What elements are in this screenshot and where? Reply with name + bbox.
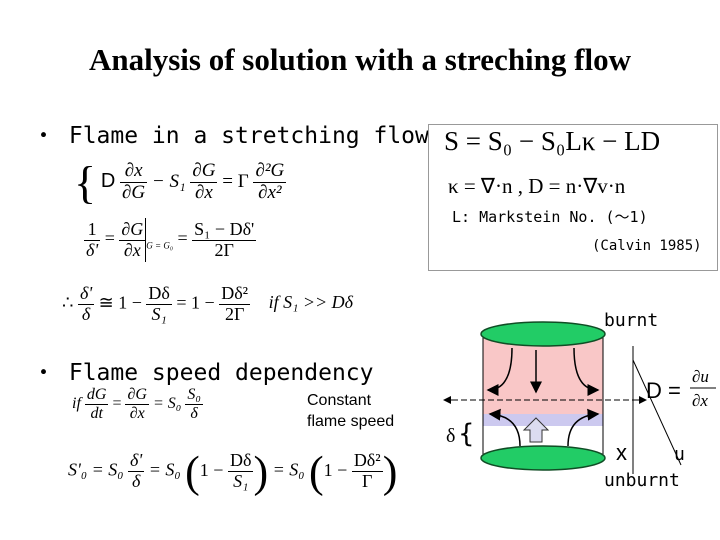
eq1-frac-dx-dG: ∂x∂G [120,160,148,203]
streamline-lower-right [567,408,600,447]
eq5-eq-s0: = S₀ [148,459,181,480]
streamline-lower-left [488,408,521,447]
box-equation-speed: S = S₀ − S₀Lκ − LD [444,126,661,156]
eq2-eq2: = [177,228,188,249]
burnt-label: burnt [604,310,658,331]
slide-title: Analysis of solution with a streching fl… [89,42,631,77]
streamline-upper-right [573,347,600,396]
eq4-eq1: = [112,394,122,412]
velocity-profile-line [632,359,682,466]
box-equation-curvature: κ = ∇·n , D = n·∇v·n [448,174,626,198]
x-axis-label: x [616,440,627,465]
eq1-minus-S1: − S₁ [151,170,186,192]
delta-brace: { [458,419,475,449]
top-plate [480,321,606,347]
eq1-D: D [100,169,116,192]
eq4-if: if [72,394,81,412]
eq5-eq-s0-2: = S₀ [272,459,305,480]
eq2-subscript: G = G₀ [146,240,173,251]
eq2-eval-bar [145,218,147,262]
eq2-frac-rhs: S₁ − Dδ'2Γ [192,218,257,260]
eq3-condition: if S₁ >> Dδ [268,292,354,313]
streamline-upper-left [486,347,513,396]
hollow-up-arrow [522,417,550,443]
u-label: u [674,444,685,465]
constant-flame-speed-note: Constant flame speed [307,390,394,432]
bullet-stretching-flow: ・ Flame in a stretching flow [32,123,429,149]
citation: (Calvin 1985) [592,238,702,254]
dx-denominator: ∂x [692,391,708,410]
eq2-eq: = [104,228,115,249]
eq2-frac-dG-dx: ∂G∂x [119,218,146,260]
unburnt-label: unburnt [604,470,680,491]
eq3-approx: ≅ 1 − [98,292,142,313]
du-numerator: ∂u [692,367,709,386]
markstein-box [428,124,718,271]
brace-open: { [74,157,97,208]
markstein-label: L: Markstein No. (～1) [452,208,648,226]
eq3-eq: = 1 − [176,292,215,313]
eq3-frac-delta-ratio: δ'δ [77,283,95,324]
note-flame-speed: flame speed [307,413,395,430]
note-constant: Constant [307,392,372,409]
D-symbol: D = [646,378,681,403]
therefore-symbol: ∴ [62,292,74,313]
eq1-frac-d2G-dx2: ∂²G∂x² [253,160,287,203]
eq4-frac-dG-dx: ∂G∂x [125,386,149,422]
equation-governing: { D ∂x∂G − S₁ ∂G∂x = Γ ∂²G∂x² [74,156,287,209]
stagnation-flow-diagram: δ { x u burnt unburnt D = ∂u ∂x [443,310,716,491]
eq5-lhs: S'₀ = S₀ [68,459,124,480]
burnt-region [483,338,603,424]
delta-label: δ [446,425,455,447]
bullet-speed-dependency: ・ Flame speed dependency [32,360,374,386]
eq1-eq-gamma: = Γ [222,170,249,192]
bottom-plate [480,445,606,471]
eq5-frac-delta-ratio: δ'δ [128,450,145,491]
eq1-frac-dG-dx: ∂G∂x [190,160,218,203]
eq4-eq2: = S₀ [152,394,182,412]
